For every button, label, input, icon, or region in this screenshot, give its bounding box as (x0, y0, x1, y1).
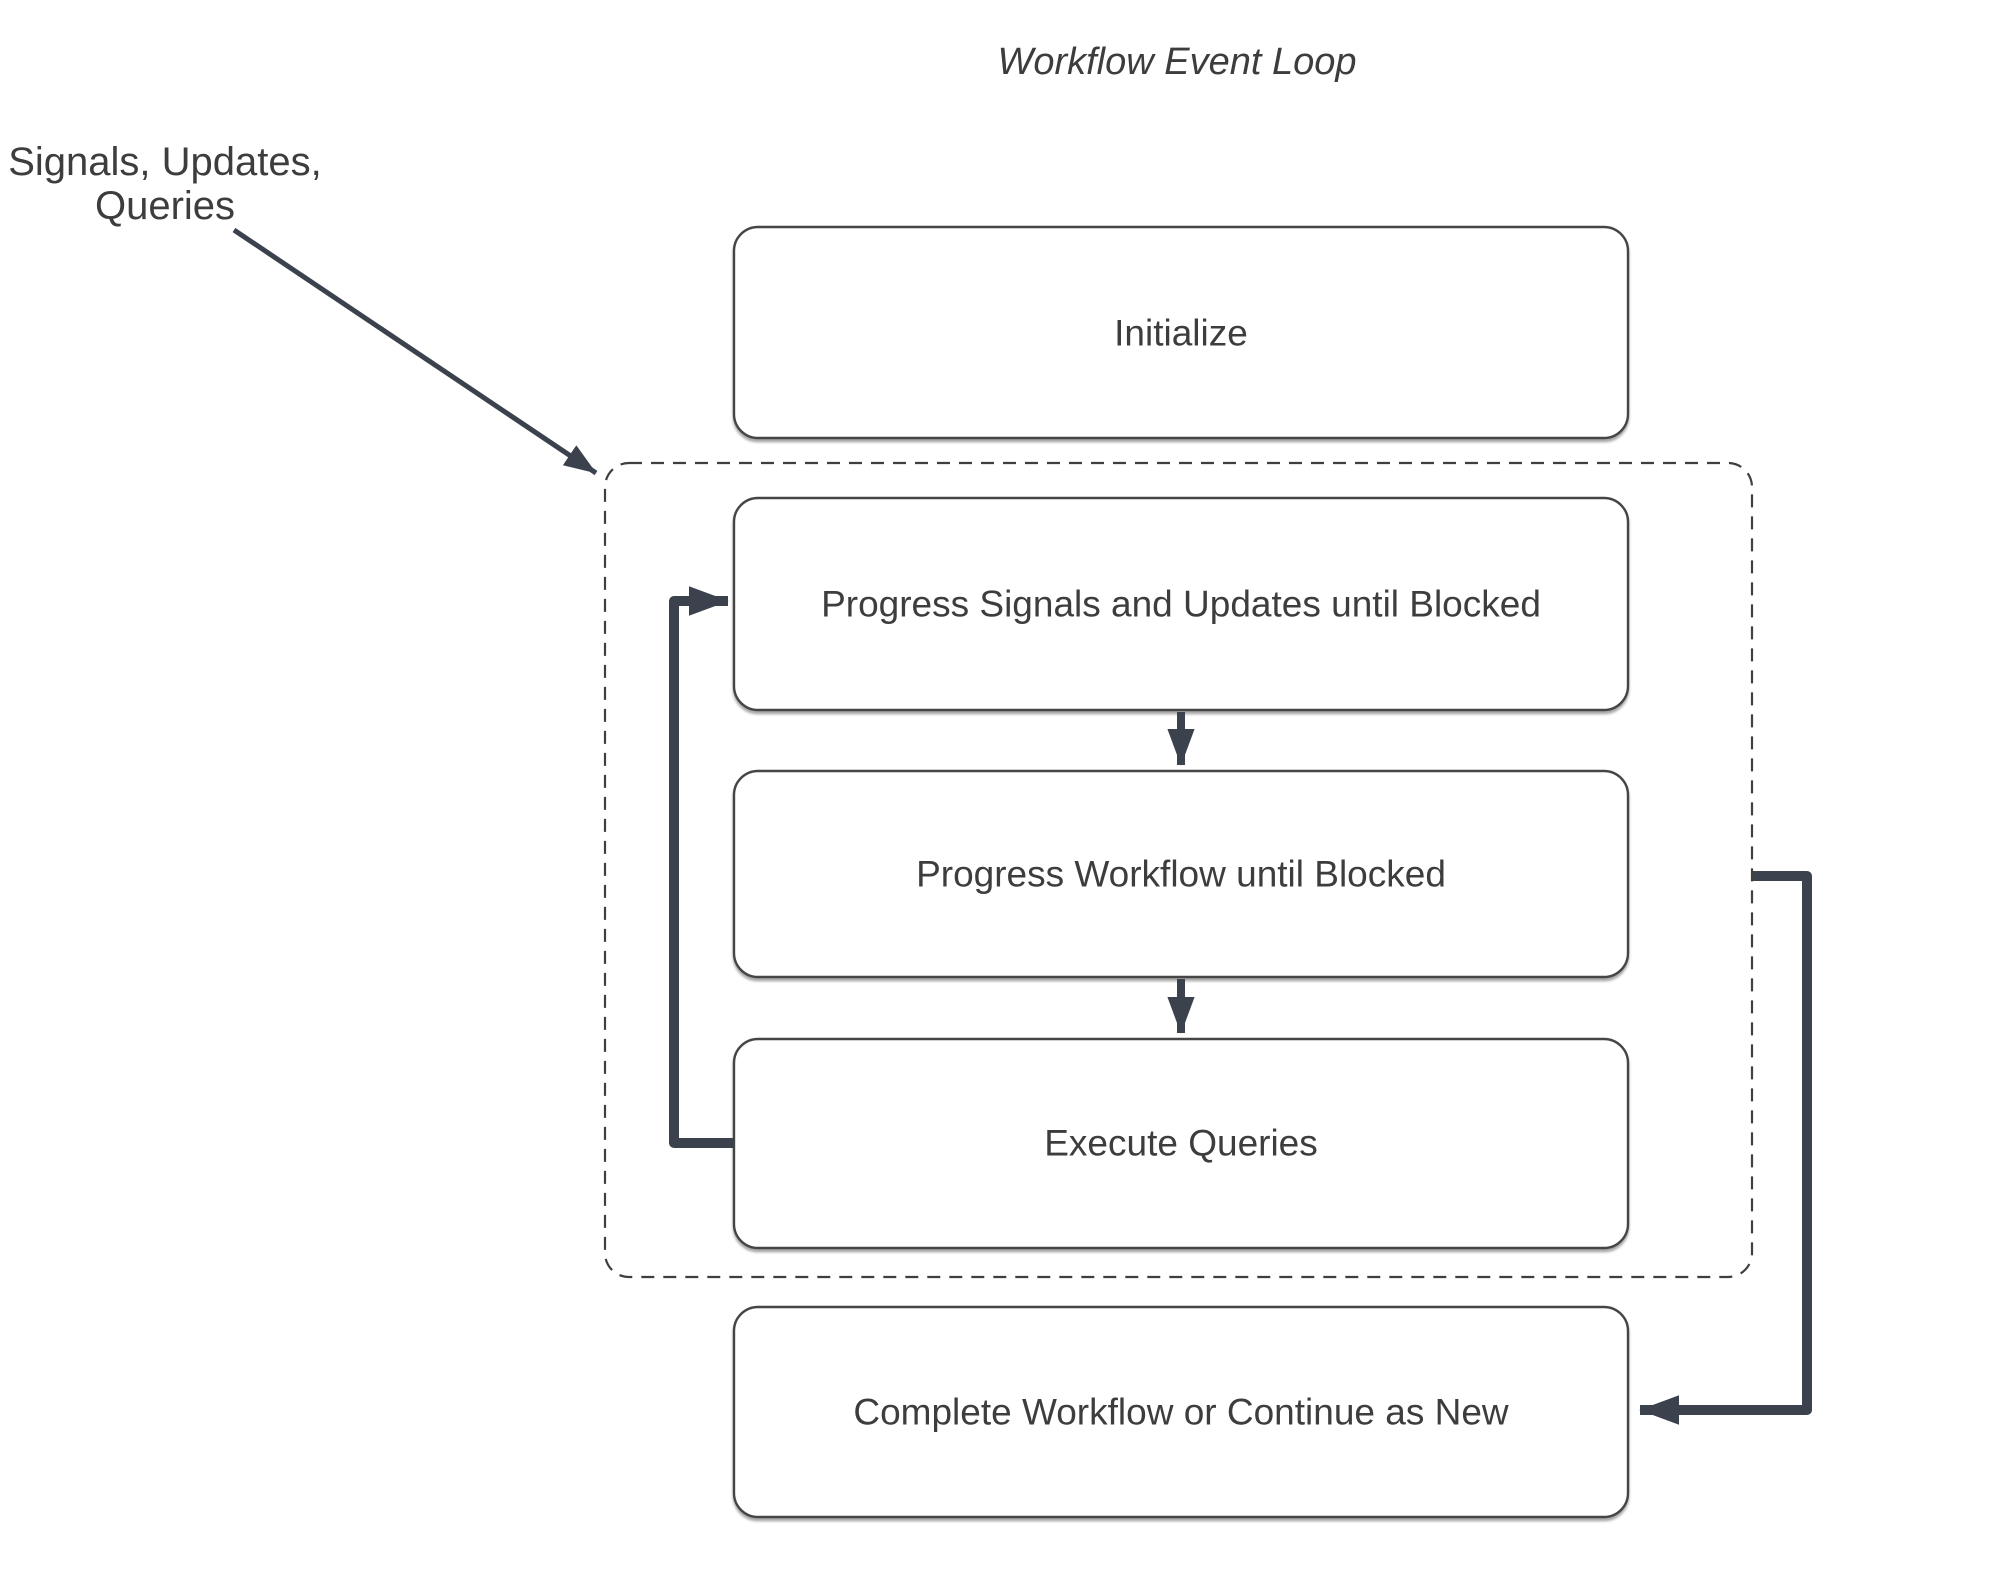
edge-external-inputs-arrow (232, 227, 598, 476)
node-progress-signals-box (732, 496, 1630, 712)
node-complete-workflow-box (732, 1305, 1630, 1519)
external-inputs-label: Signals, Updates, Queries (8, 140, 322, 228)
node-initialize: Initialize (732, 225, 1630, 440)
node-progress-workflow-label: Progress Workflow until Blocked (916, 854, 1446, 895)
node-progress-signals-label: Progress Signals and Updates until Block… (821, 584, 1541, 625)
node-progress-workflow-box (732, 769, 1630, 979)
edge-exit-to-complete (1639, 871, 1812, 1425)
node-progress-signals: Progress Signals and Updates until Block… (732, 496, 1630, 712)
edge-loop-back (669, 586, 734, 1148)
node-execute-queries-label: Execute Queries (1044, 1123, 1318, 1164)
node-complete-workflow-label: Complete Workflow or Continue as New (853, 1392, 1509, 1433)
diagram-title: Workflow Event Loop (997, 41, 1356, 83)
node-execute-queries: Execute Queries (732, 1037, 1630, 1250)
external-inputs-label-line1: Signals, Updates, (8, 140, 322, 184)
node-complete-workflow: Complete Workflow or Continue as New (732, 1305, 1630, 1519)
node-initialize-box (732, 225, 1630, 440)
event-loop-container (603, 461, 1754, 1279)
external-inputs-label-line2: Queries (95, 184, 235, 228)
node-progress-workflow: Progress Workflow until Blocked (732, 769, 1630, 979)
node-initialize-label: Initialize (1114, 313, 1248, 354)
